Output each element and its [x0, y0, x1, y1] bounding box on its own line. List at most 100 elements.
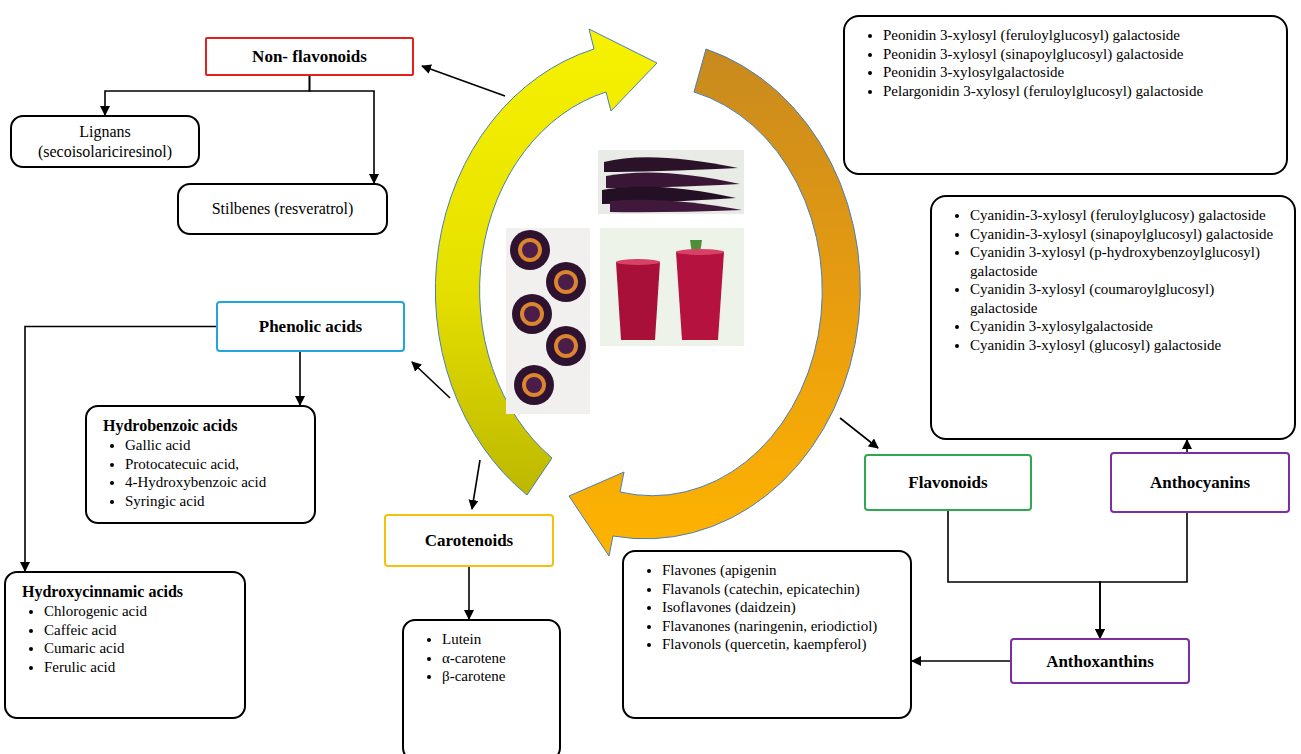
compound-name: Cyanidin-3-xylosyl (sinapoylglucosyl) ga… — [970, 226, 1273, 242]
compound-name: β-carotene — [442, 668, 505, 684]
bullet-item: Flavonols (quercetin, kaempferol) — [662, 635, 900, 654]
carrot-photo — [598, 150, 744, 214]
leader-arrow — [840, 418, 878, 448]
connector-arrow — [1100, 513, 1187, 638]
cycle-arrow — [569, 49, 860, 556]
compound-name: Flavanols (catechin, epicatechin) — [662, 581, 860, 597]
compound-name: Cumaric acid — [44, 640, 124, 656]
connector-arrow — [1186, 440, 1188, 452]
bullet-item: β-carotene — [442, 667, 549, 686]
bullet-item: Ferulic acid — [44, 658, 234, 677]
category-box: Anthocyanins — [1110, 452, 1290, 513]
compound-name: Flavanones (naringenin, eriodictiol) — [662, 618, 877, 634]
compound-box: Lignans (secoisolariciresinol) — [10, 115, 200, 168]
category-label: Anthocyanins — [1150, 472, 1250, 493]
connector-arrow — [299, 352, 301, 405]
compound-name: 4-Hydroxybenzoic acid — [125, 474, 266, 490]
bullet-item: Flavones (apigenin — [662, 561, 900, 580]
category-label: Non- flavonoids — [252, 46, 367, 67]
sliced-carrot-photo — [506, 228, 590, 414]
group-heading: Hydroxycinnamic acids — [14, 582, 234, 602]
compound-name: Gallic acid — [125, 437, 190, 453]
connector-arrow — [468, 567, 470, 619]
compound-list-box: Peonidin 3-xylosyl (feruloylglucosyl) ga… — [843, 15, 1288, 175]
compound-box: Stilbenes (resveratrol) — [177, 183, 388, 235]
compound-name: Protocatecuic acid, — [125, 456, 239, 472]
bullet-item: Cumaric acid — [44, 639, 234, 658]
connector-arrow — [912, 660, 1010, 662]
compound-name: α-carotene — [442, 650, 506, 666]
compound-name: Ferulic acid — [44, 659, 115, 675]
compound-name: Cyanidin 3-xylosylgalactoside — [970, 318, 1153, 334]
category-box: Anthoxanthins — [1010, 638, 1190, 684]
bullet-item: Pelargonidin 3-xylosyl (feruloylglucosyl… — [883, 82, 1213, 101]
leader-arrow — [412, 362, 450, 398]
bullet-item: Gallic acid — [125, 436, 304, 455]
compound-name: Syringic acid — [125, 493, 205, 509]
compound-name: Peonidin 3-xylosyl (sinapoylglucosyl) ga… — [883, 46, 1183, 62]
compound-list-box: Cyanidin-3-xylosyl (feruloylglucosy) gal… — [930, 195, 1296, 440]
group-heading: Hydrobenzoic acids — [95, 416, 304, 436]
bullet-item: α-carotene — [442, 649, 549, 668]
compound-name: Cyanidin 3-xylosyl (coumaroylglucosyl) g… — [970, 281, 1214, 316]
bullet-item: Peonidin 3-xylosylgalactoside — [883, 63, 1213, 82]
bullet-item: Isoflavones (daidzein) — [662, 598, 900, 617]
bullet-item: Cyanidin-3-xylosyl (sinapoylglucosyl) ga… — [970, 225, 1284, 244]
compound-list-box: Flavones (apigeninFlavanols (catechin, e… — [622, 550, 912, 719]
bullet-item: Chlorogenic acid — [44, 602, 234, 621]
bullet-item: Lutein — [442, 630, 549, 649]
juice-photo — [600, 228, 744, 346]
category-label: Carotenoids — [425, 530, 513, 551]
compound-name: Caffeic acid — [44, 622, 117, 638]
compound-name: Flavones (apigenin — [662, 562, 777, 578]
compound-name: Lutein — [442, 631, 481, 647]
bullet-list: Cyanidin-3-xylosyl (feruloylglucosy) gal… — [940, 206, 1284, 354]
compound-name: Flavonols (quercetin, kaempferol) — [662, 636, 867, 652]
leader-arrow — [472, 460, 480, 509]
compound-name: Cyanidin 3-xylosyl (glucosyl) galactosid… — [970, 337, 1221, 353]
bullet-item: Peonidin 3-xylosyl (sinapoylglucosyl) ga… — [883, 45, 1213, 64]
bullet-item: Flavanols (catechin, epicatechin) — [662, 580, 900, 599]
category-box: Carotenoids — [384, 514, 554, 567]
bullet-item: 4-Hydroxybenzoic acid — [125, 473, 304, 492]
connector-arrow — [105, 76, 310, 115]
compound-list-box: Hydroxycinnamic acidsChlorogenic acidCaf… — [4, 571, 246, 719]
compound-list-box: Lutein α-carotene β-carotene — [402, 619, 561, 754]
compound-label: Lignans (secoisolariciresinol) — [26, 122, 184, 162]
bullet-list: Gallic acidProtocatecuic acid, 4-Hydroxyb… — [95, 436, 304, 510]
compound-name: Chlorogenic acid — [44, 603, 147, 619]
bullet-item: Syringic acid — [125, 492, 304, 511]
compound-name: Peonidin 3-xylosylgalactoside — [883, 64, 1064, 80]
compound-name: Pelargonidin 3-xylosyl (feruloylglucosyl… — [883, 83, 1203, 99]
bullet-item: Cyanidin 3-xylosyl (coumaroylglucosyl) g… — [970, 280, 1284, 317]
category-box: Phenolic acids — [216, 301, 405, 352]
bullet-item: Peonidin 3-xylosyl (feruloylglucosyl) ga… — [883, 26, 1213, 45]
bullet-item: Cyanidin 3-xylosyl (p-hydroxybenzoylgluc… — [970, 243, 1284, 280]
compound-list-box: Hydrobenzoic acidsGallic acidProtocatecu… — [85, 405, 316, 524]
bullet-item: Protocatecuic acid, — [125, 455, 304, 474]
category-box: Flavonoids — [864, 454, 1032, 511]
bullet-item: Cyanidin-3-xylosyl (feruloylglucosy) gal… — [970, 206, 1284, 225]
bullet-item: Cyanidin 3-xylosyl (glucosyl) galactosid… — [970, 336, 1284, 355]
bullet-item: Caffeic acid — [44, 621, 234, 640]
bullet-list: Lutein α-carotene β-carotene — [412, 630, 549, 686]
connector-arrow — [948, 511, 1100, 638]
compound-label: Stilbenes (resveratrol) — [212, 199, 354, 219]
category-box: Non- flavonoids — [205, 37, 414, 76]
compound-name: Peonidin 3-xylosyl (feruloylglucosyl) ga… — [883, 27, 1180, 43]
bullet-item: Flavanones (naringenin, eriodictiol) — [662, 617, 900, 636]
compound-name: Cyanidin-3-xylosyl (feruloylglucosy) gal… — [970, 207, 1266, 223]
bullet-list: Peonidin 3-xylosyl (feruloylglucosyl) ga… — [853, 26, 1213, 100]
category-label: Phenolic acids — [259, 316, 362, 337]
compound-name: Cyanidin 3-xylosyl (p-hydroxybenzoylgluc… — [970, 244, 1260, 279]
connector-arrow — [310, 76, 375, 183]
bullet-list: Chlorogenic acidCaffeic acidCumaric acid… — [14, 602, 234, 676]
category-label: Anthoxanthins — [1046, 651, 1154, 672]
category-label: Flavonoids — [908, 472, 987, 493]
leader-arrow — [422, 66, 505, 96]
bullet-list: Flavones (apigeninFlavanols (catechin, e… — [632, 561, 900, 654]
bullet-item: Cyanidin 3-xylosylgalactoside — [970, 317, 1284, 336]
compound-name: Isoflavones (daidzein) — [662, 599, 796, 615]
